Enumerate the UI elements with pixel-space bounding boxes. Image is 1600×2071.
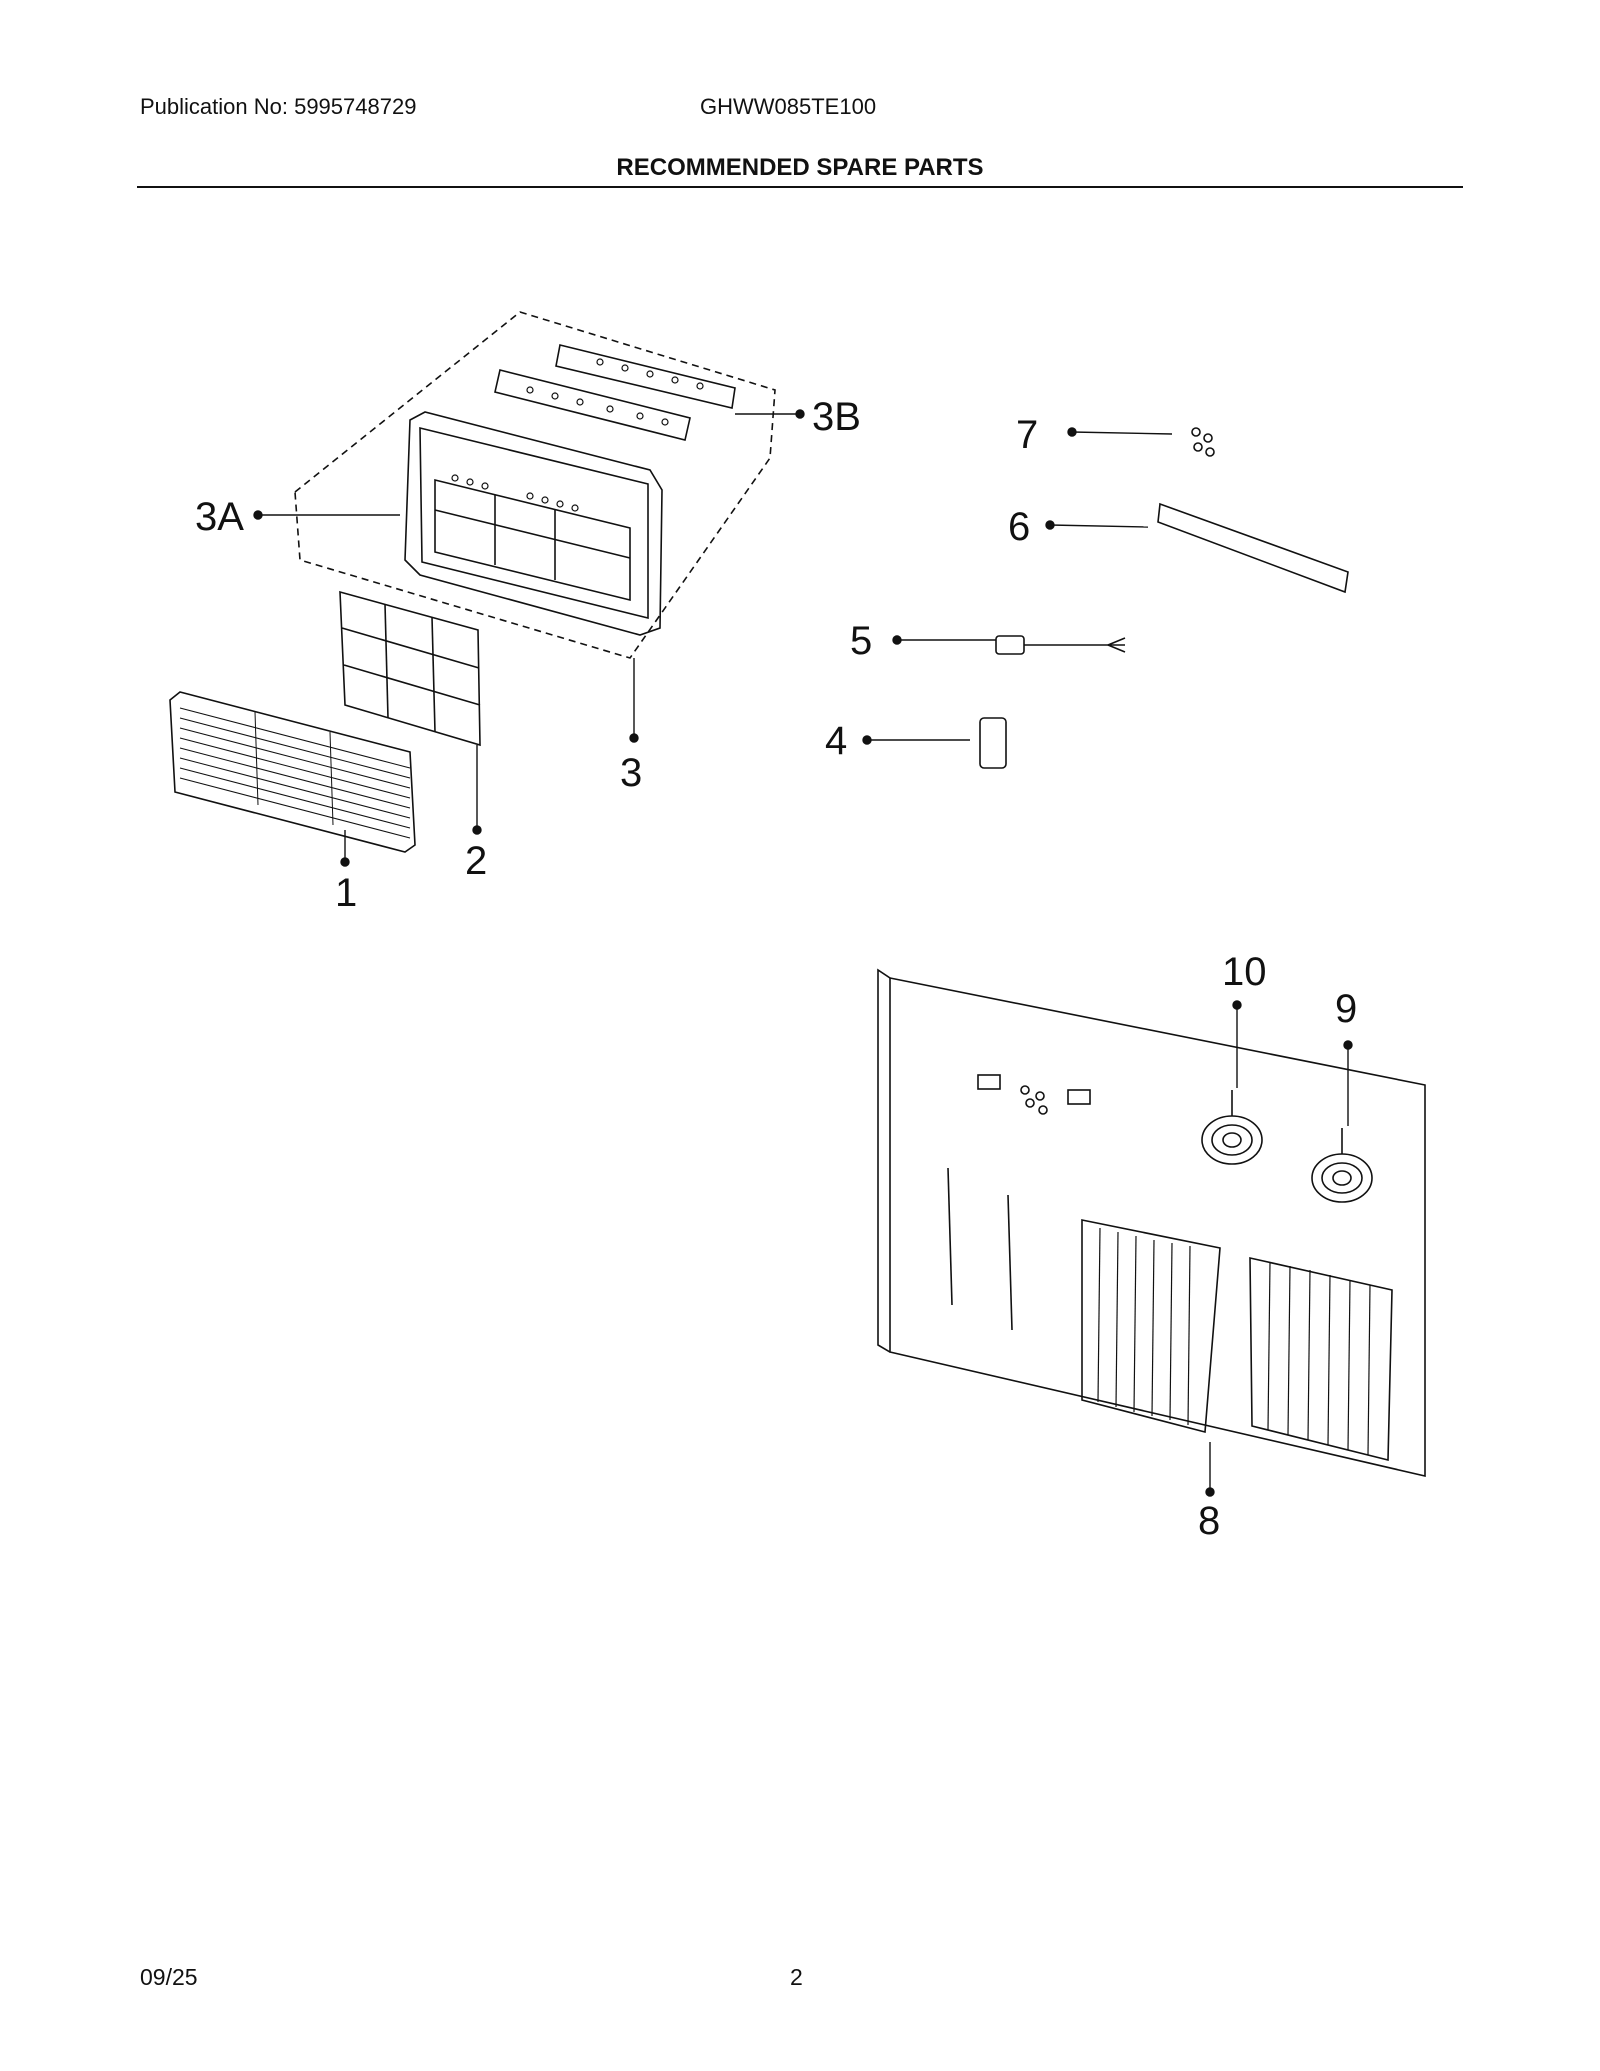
mounting-bracket-part xyxy=(1157,502,1349,594)
callout-8: 8 xyxy=(1198,1499,1220,1543)
callout-3a: 3A xyxy=(195,495,244,539)
callout-3: 3 xyxy=(620,751,642,795)
page-title: RECOMMENDED SPARE PARTS xyxy=(616,154,984,181)
callout-5: 5 xyxy=(850,619,872,663)
publication-date: 09/25 xyxy=(140,1964,198,1990)
side-curtain-panels-part xyxy=(1081,1219,1393,1462)
front-grille-part xyxy=(169,691,416,853)
air-filter-part xyxy=(339,590,481,747)
callout-1: 1 xyxy=(335,871,357,915)
control-board-part xyxy=(494,344,736,441)
assembly-outline-3 xyxy=(294,311,776,659)
power-cord-part xyxy=(995,635,1126,655)
callout-3b: 3B xyxy=(812,395,861,439)
remote-control-part xyxy=(979,717,1007,769)
callout-6: 6 xyxy=(1008,505,1030,549)
model-number: GHWW085TE100 xyxy=(700,94,877,119)
callout-2: 2 xyxy=(465,839,487,883)
callout-9: 9 xyxy=(1335,987,1357,1031)
front-housing-part xyxy=(404,411,663,636)
coil-part-10 xyxy=(1201,1090,1263,1165)
callout-4: 4 xyxy=(825,719,847,763)
callout-7: 7 xyxy=(1016,413,1038,457)
screws-part xyxy=(1191,427,1215,457)
publication-number: Publication No: 5995748729 xyxy=(140,94,417,119)
parts-kit-board xyxy=(877,968,1426,1478)
page-number: 2 xyxy=(790,1964,803,1990)
callout-10: 10 xyxy=(1222,950,1267,994)
coil-part-9 xyxy=(1311,1128,1373,1203)
header-divider xyxy=(137,186,1463,188)
